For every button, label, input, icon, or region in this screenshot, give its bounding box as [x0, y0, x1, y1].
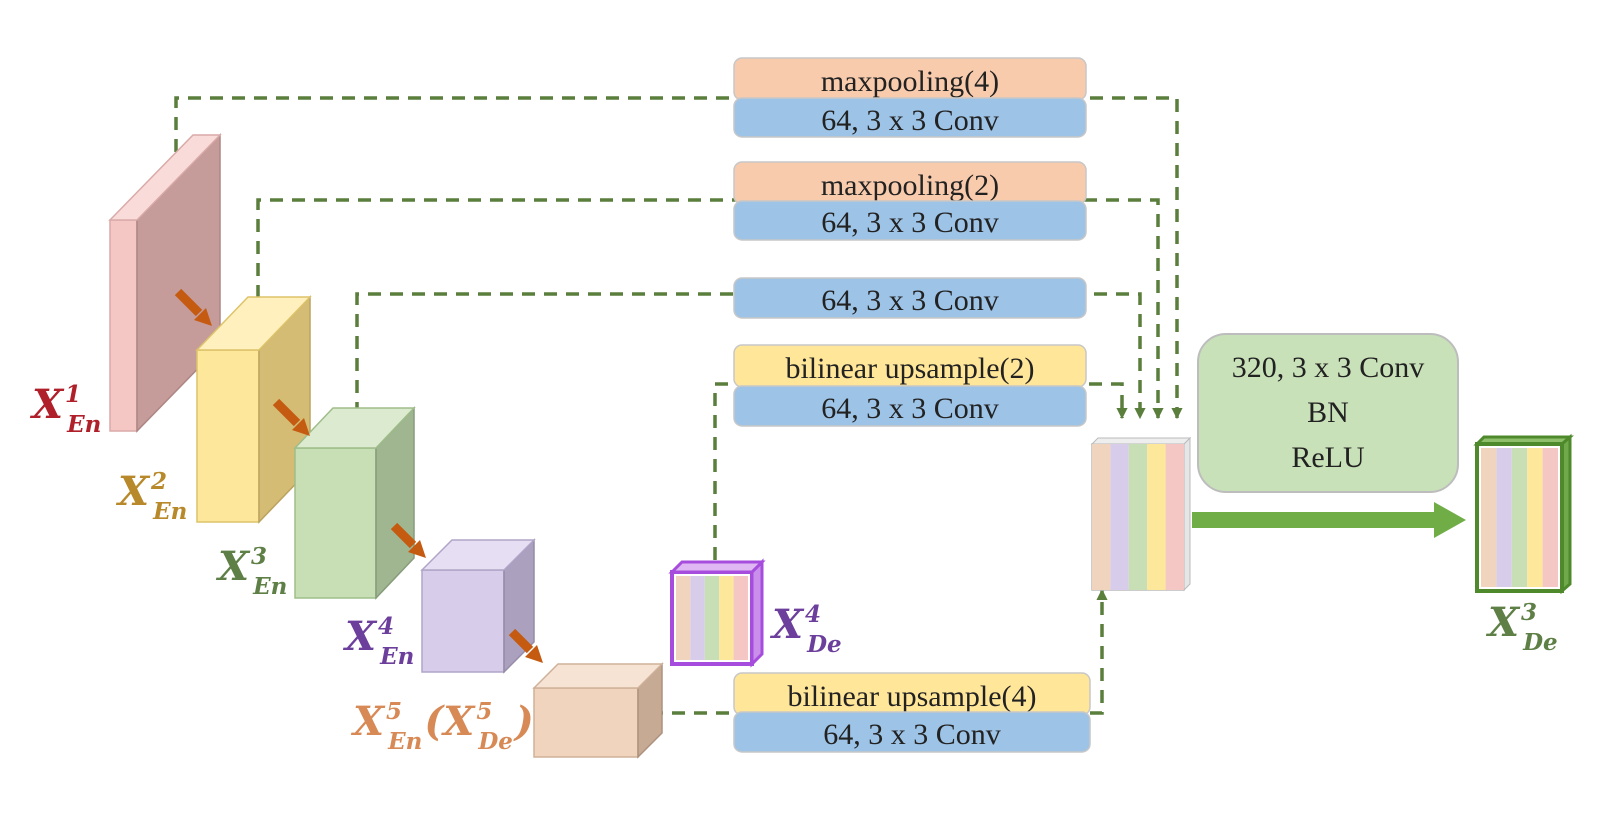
- encoder-block-2: [195, 295, 312, 524]
- encoder-block-3: [293, 406, 416, 600]
- encoder-block-4: [420, 538, 536, 674]
- conv-label: 64, 3 x 3 Conv: [821, 104, 999, 137]
- fusion-block: 320, 3 x 3 Conv BN ReLU: [1197, 333, 1459, 493]
- conv-label: 64, 3 x 3 Conv: [821, 284, 999, 317]
- op-maxpool2-conv: maxpooling(2) 64, 3 x 3 Conv: [733, 161, 1087, 241]
- op-upsample4-conv: bilinear upsample(4) 64, 3 x 3 Conv: [733, 672, 1091, 753]
- conv-label: 64, 3 x 3 Conv: [821, 206, 999, 239]
- conv-label: 64, 3 x 3 Conv: [823, 718, 1001, 751]
- fusion-relu-label: ReLU: [1291, 441, 1365, 474]
- fusion-bn-label: BN: [1307, 396, 1349, 429]
- skip-line-en1: [174, 96, 1183, 420]
- decoder-block-3: [1473, 433, 1574, 595]
- down-arrow-icon: [174, 288, 543, 663]
- encoder-block-5: [532, 662, 664, 759]
- conv-label: 64, 3 x 3 Conv: [821, 392, 999, 425]
- op-maxpool4-conv: maxpooling(4) 64, 3 x 3 Conv: [733, 57, 1087, 138]
- maxpool4-label: maxpooling(4): [821, 65, 999, 98]
- op-conv: 64, 3 x 3 Conv: [733, 277, 1087, 319]
- op-upsample2-conv: bilinear upsample(2) 64, 3 x 3 Conv: [733, 344, 1087, 427]
- skip-line-en2: [256, 198, 1164, 420]
- skip-line-de5: [650, 588, 1108, 715]
- concat-feature-map: [1090, 436, 1192, 592]
- decoder-block-4: [668, 558, 766, 668]
- upsample4-label: bilinear upsample(4): [787, 680, 1036, 713]
- maxpool2-label: maxpooling(2): [821, 169, 999, 202]
- output-arrow-icon: [1192, 502, 1466, 538]
- fusion-conv-label: 320, 3 x 3 Conv: [1232, 351, 1425, 384]
- upsample2-label: bilinear upsample(2): [785, 352, 1034, 385]
